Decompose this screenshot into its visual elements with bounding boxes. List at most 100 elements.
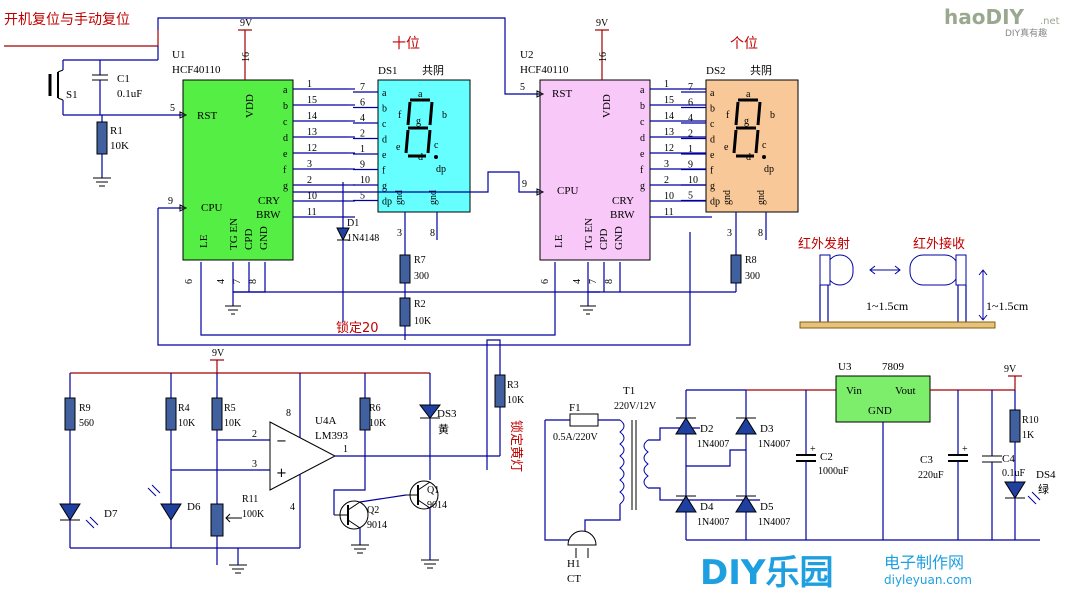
u3-part: 7809 [882,361,905,373]
u4a-pin4: 4 [290,502,295,513]
t1-val: 220V/12V [614,401,657,412]
ds2-seg-letter: d [710,135,715,146]
ds2-ref: DS2 [706,65,726,77]
ir-receiver [909,254,967,322]
u2-cpu-label: CPU [557,185,578,197]
u1-out-pin: 12 [307,143,317,154]
u2-cry-label: CRY [612,195,634,207]
ds2-segment-e [732,129,738,154]
svg-text:g: g [416,116,421,127]
svg-text:dp: dp [436,164,446,175]
u1-pin7: 7 [232,279,243,284]
d6-ref: D6 [187,501,201,513]
c1-ref: C1 [117,73,130,85]
r3-val: 10K [507,395,525,406]
lock20-label: 锁定20 [336,320,379,336]
ds2-seg-letter: b [710,104,715,115]
u2-ref: U2 [520,49,533,61]
u1-part: HCF40110 [172,64,221,76]
svg-text:电子制作网: 电子制作网 [884,553,964,572]
diyleyuan-logo: DIY乐园 电子制作网 diyleyuan.com [700,553,972,591]
svg-text:f: f [398,110,402,121]
ds1-seg-letter: f [382,166,386,177]
t1-transformer [619,419,649,510]
u2-out-pin: 14 [664,111,674,122]
u2-out-pin: 12 [664,143,674,154]
r6-val: 10K [369,418,387,429]
r5-ref: R5 [224,403,236,414]
u1-letter-f: f [283,165,287,176]
r8-ref: R8 [745,255,757,266]
ds1-pin: 7 [360,82,365,93]
ir-emitter [819,254,854,322]
ds4-color: 绿 [1038,482,1049,496]
ds1-segment-b [428,101,434,126]
u2-pin6: 6 [540,279,551,284]
u1-out-pin: 1 [307,79,312,90]
u2-chip [539,79,651,261]
u1-letter-g: g [283,181,288,192]
f1-fuse [569,413,599,427]
u4a-pin3: 3 [252,459,257,470]
r9-val: 560 [79,418,94,429]
svg-text:e: e [396,142,401,153]
r9-resistor [64,397,76,431]
ds2-pin: 6 [688,98,693,109]
d2-val: 1N4007 [697,439,729,450]
u1-cpu-label: CPU [201,202,222,214]
r8-resistor [730,254,742,284]
ir-tx-label: 红外发射 [798,236,850,252]
d3-ref: D3 [760,423,774,435]
ds1-pin: 5 [360,191,365,202]
ds1-pin: 2 [360,129,365,140]
ds2-seg-letter: e [710,150,715,161]
h1-val: CT [567,573,581,585]
ir-board [799,321,996,329]
d3-diode [735,417,757,435]
r10-ref: R10 [1022,415,1039,426]
u1-vdd-label: VDD [244,94,256,118]
u3-regulator [835,375,931,423]
u1-gnd-label: GND [258,226,270,250]
d1-val: 1N4148 [347,233,379,244]
q1-val: 9014 [427,500,447,511]
ds1-type: 共阴 [422,64,444,77]
r8-val: 300 [745,271,760,282]
u1-brw-label: BRW [256,209,281,221]
u1-out-pin: 3 [307,159,312,170]
s1-switch [48,69,64,101]
c1-val: 0.1uF [117,88,142,100]
r3-ref: R3 [507,380,519,391]
ds2-pin: 2 [688,129,693,140]
c4-ref: C4 [1002,453,1015,465]
haodiy-logo: haoDIY .net DIY真有趣 [944,5,1060,39]
d4-diode [675,495,697,513]
ds2-seg-letter: a [710,88,715,99]
u1-out-pin: 15 [307,95,317,106]
u2-pin9: 9 [522,179,527,190]
u2-brw-label: BRW [610,209,635,221]
u1-letter-d: d [283,133,288,144]
u4a-comparator [269,421,337,491]
u2-cpd-label: CPD [598,229,610,250]
u2-letter-c: c [640,117,645,128]
u4a-pin2: 2 [252,429,257,440]
u4a-part: LM393 [315,430,349,442]
d4-ref: D4 [700,501,714,513]
d7-ref: D7 [104,508,118,520]
ds1-ref: DS1 [378,65,398,77]
d5-ref: D5 [760,501,774,513]
u1-out-pin: 13 [307,127,317,138]
ds2-pin: 10 [688,175,698,186]
ds2-pin: 9 [688,160,693,171]
ds2-segment-dp [762,155,766,159]
ds3-ref: DS3 [437,408,457,420]
ds2-segment-b [756,101,762,126]
svg-text:b: b [770,110,775,121]
svg-text:gnd: gnd [722,190,733,205]
u2-letter-f: f [640,165,644,176]
u2-ground-symbol [580,305,596,315]
t1-ref: T1 [623,385,635,397]
